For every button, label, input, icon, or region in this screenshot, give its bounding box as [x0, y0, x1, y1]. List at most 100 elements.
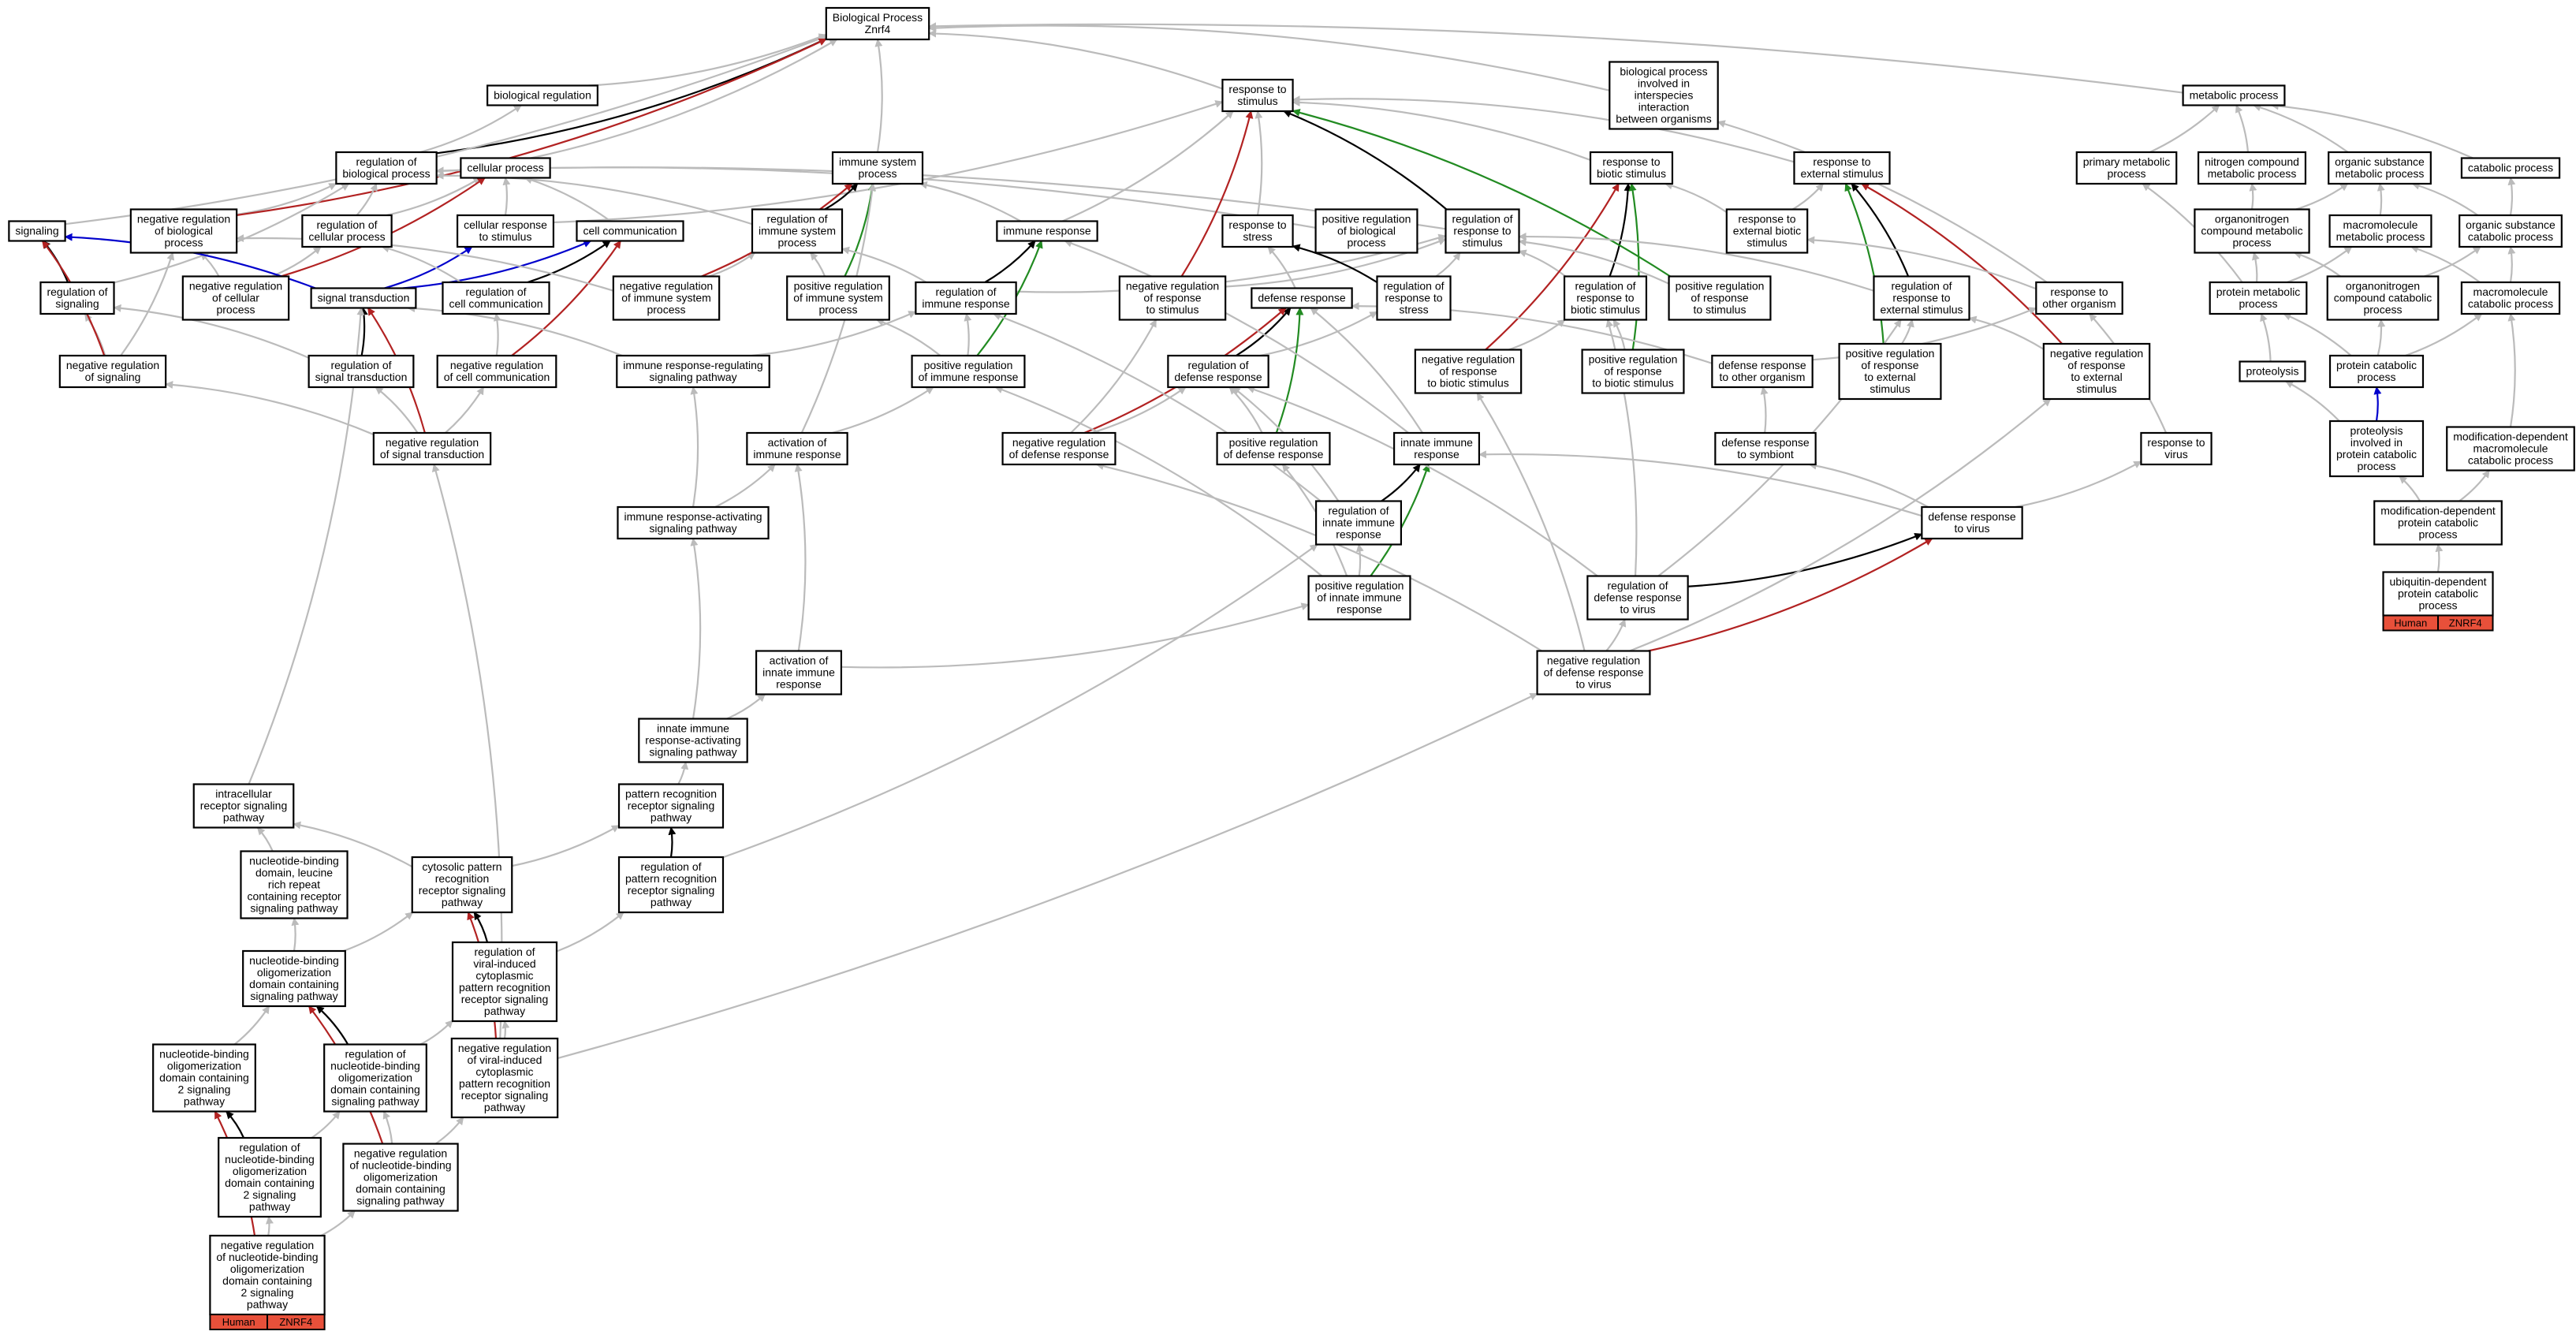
go-term-proteolysis[interactable]: proteolysis [2239, 360, 2306, 382]
go-term-signal-transduction[interactable]: signal transduction [310, 287, 417, 309]
go-term-immune-response[interactable]: immune response [996, 220, 1098, 242]
go-term-box [1838, 342, 1942, 401]
edge-regulation_of_nod_signaling_pathway-to-nod_signaling_pathway [315, 1005, 349, 1046]
go-term-signaling[interactable]: signaling [8, 220, 66, 242]
edge-negative_regulation_of_nod_signaling_pathway-to-negative_regulation_of_viral_induced_cytoplasmic_prr [434, 1117, 464, 1145]
edge-regulation_of_cell_communication-to-regulation_of_cellular_process [381, 244, 462, 283]
go-term-cell-communication[interactable]: cell communication [576, 220, 684, 242]
go-term-box [617, 505, 770, 540]
go-term-cellular-process[interactable]: cellular process [460, 157, 551, 179]
go-term-biological-regulation[interactable]: biological regulation [486, 84, 598, 106]
go-term-box [2197, 151, 2307, 185]
go-term-metabolic-process[interactable]: metabolic process [2182, 84, 2286, 106]
edge-regulation_of_immune_response-to-regulation_of_immune_system_process [841, 246, 927, 283]
go-term-defense-response[interactable]: defense response [1251, 287, 1353, 309]
go-term-catabolic-process[interactable]: catabolic process [2460, 157, 2561, 179]
edge-proteolysis_involved_in_protein_catabolic_process-to-proteolysis [2284, 380, 2340, 422]
